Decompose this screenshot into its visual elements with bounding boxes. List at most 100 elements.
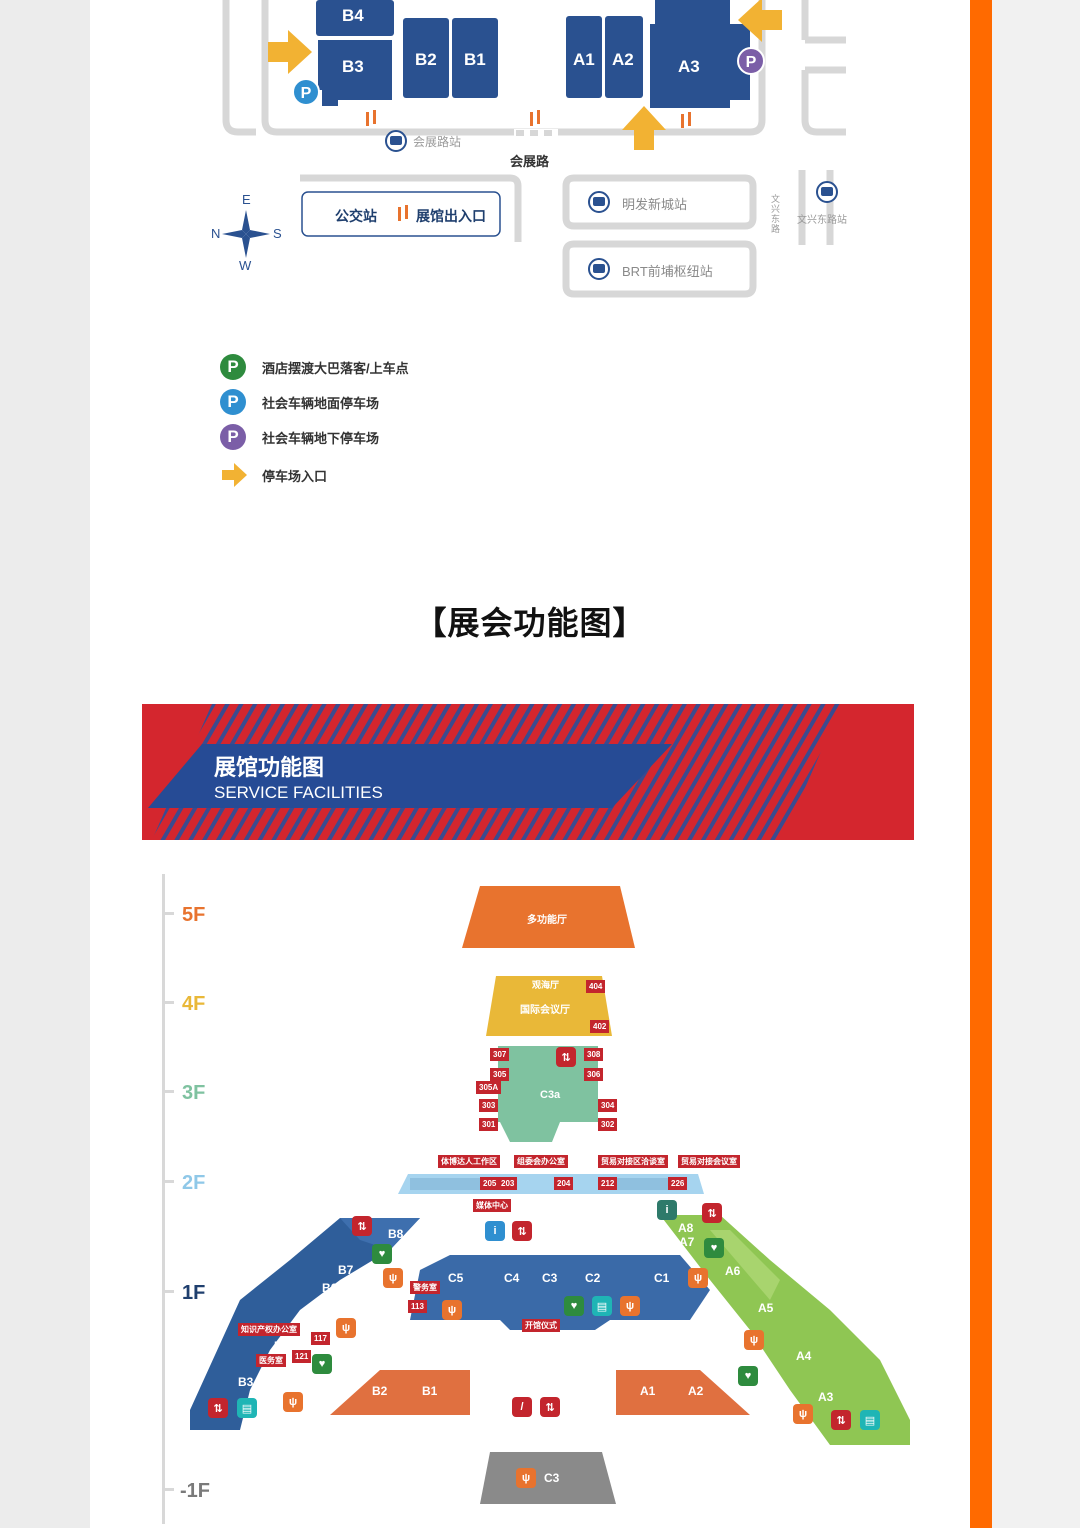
entrance-exit-markers	[366, 110, 691, 128]
restaurant-icon: ψ	[793, 1404, 813, 1424]
restaurant-icon: ψ	[688, 1268, 708, 1288]
hall-a1-block	[566, 16, 602, 98]
road-west-loop	[261, 0, 766, 136]
room-304: 304	[598, 1099, 618, 1112]
hall-a2-label: A2	[612, 50, 634, 69]
legend-label: 酒店摆渡大巴落客/上车点	[262, 360, 409, 376]
hall-a3-block	[650, 0, 750, 108]
hall-b4-block	[316, 0, 394, 36]
wenxing-road-label: 文兴东路	[771, 194, 781, 234]
first-aid-icon: ♥	[372, 1244, 392, 1264]
svg-text:P: P	[746, 54, 757, 71]
hall-a2-block	[605, 16, 643, 98]
mingfa-station-label: 明发新城站	[622, 197, 688, 212]
legend-row-entrance: 停车场入口	[220, 460, 327, 490]
room-402: 402	[590, 1020, 610, 1033]
hall-a4: A4	[796, 1349, 812, 1363]
locker-icon: ▤	[860, 1410, 880, 1430]
3f-c3a	[498, 1046, 598, 1142]
hall-c4: C4	[504, 1271, 520, 1285]
first-aid-icon: ♥	[312, 1354, 332, 1374]
compass-rose	[222, 210, 270, 258]
bus-stop-icons	[309, 130, 838, 280]
1f-b1-b2	[330, 1370, 470, 1415]
room-303: 303	[479, 1099, 499, 1112]
intl-conference-label: 国际会议厅	[520, 1005, 570, 1016]
legend-row-shuttle: P 酒店摆渡大巴落客/上车点	[220, 352, 409, 382]
huizhanlu-station-label: 会展路站	[413, 135, 462, 149]
banner-title: 展馆功能图	[214, 755, 325, 780]
brt-station-label: BRT前埔枢纽站	[622, 264, 713, 279]
room-204: 204	[554, 1177, 574, 1190]
hall-a3-label: A3	[678, 57, 700, 76]
hall-b4: B4	[274, 1339, 290, 1353]
hall-a1-label: A1	[573, 50, 595, 69]
hall-b6: B6	[322, 1281, 338, 1295]
legend-row-surface: P 社会车辆地面停车场	[220, 387, 379, 417]
floor-5f-label: 5F	[182, 904, 206, 926]
floor-4f-label: 4F	[182, 993, 206, 1015]
hall-b8: B8	[388, 1227, 404, 1241]
1f-a1-a2	[616, 1370, 750, 1415]
road-key-box	[300, 174, 522, 242]
info-icon: i	[657, 1200, 677, 1220]
elevator-icon: ⇅	[540, 1397, 560, 1417]
svg-text:P: P	[301, 85, 312, 102]
room-307: 307	[490, 1048, 510, 1061]
shuttle-parking-icon: P	[220, 354, 246, 380]
hall-c5: C5	[448, 1271, 464, 1285]
room-212: 212	[598, 1177, 618, 1190]
4f-conference	[486, 976, 612, 1036]
road-right-edge	[801, 0, 846, 136]
elevator-icon: ⇅	[831, 1410, 851, 1430]
floor-axis-line	[162, 874, 165, 1524]
hall-b2-block	[403, 18, 449, 98]
compass-w: W	[239, 258, 252, 273]
banner-subtitle: SERVICE FACILITIES	[214, 783, 383, 802]
hall-b3-block	[318, 40, 392, 106]
b1-c3-hall	[480, 1452, 616, 1504]
label-organizer-office: 组委会办公室	[514, 1155, 568, 1168]
orange-side-stripe	[970, 0, 992, 1528]
elevator-3f-icon: ⇅	[556, 1047, 576, 1067]
hall-b4-label: B4	[342, 6, 364, 25]
label-trade-negotiation: 贸易对接区洽谈室	[598, 1155, 668, 1168]
c3a-label: C3a	[540, 1089, 561, 1101]
hall-c3-b1f: C3	[544, 1471, 560, 1485]
compass-e: E	[242, 192, 251, 207]
restaurant-icon: ψ	[283, 1392, 303, 1412]
1f-b-wing	[190, 1218, 420, 1430]
hall-c2: C2	[585, 1271, 601, 1285]
room-305a: 305A	[476, 1081, 502, 1094]
floor-b1-label: -1F	[180, 1480, 210, 1502]
surface-parking-icon: P	[220, 389, 246, 415]
first-aid-icon: ♥	[564, 1296, 584, 1316]
label-medical-room: 医务室	[256, 1354, 286, 1367]
label-ip-office: 知识产权办公室	[238, 1323, 300, 1336]
floor-2f-label: 2F	[182, 1172, 206, 1194]
key-entrance-exit-label: 展馆出入口	[416, 208, 486, 224]
room-404: 404	[586, 980, 606, 993]
room-205: 205	[480, 1177, 500, 1190]
escalator-icon: /	[512, 1397, 532, 1417]
elevator-2f-icon: ⇅	[512, 1221, 532, 1241]
road-station-box-2	[562, 240, 757, 298]
room-302: 302	[598, 1118, 618, 1131]
hall-b1-label: B1	[464, 50, 486, 69]
legend-row-underground: P 社会车辆地下停车场	[220, 422, 379, 452]
label-police-room: 警务室	[410, 1281, 440, 1294]
page-content: P P B4 B3 B2 B1 A1 A2 A	[90, 0, 970, 1528]
hall-b3-label: B3	[342, 57, 364, 76]
1f-a-wing	[660, 1215, 910, 1445]
label-opening-ceremony: 开馆仪式	[522, 1319, 560, 1332]
section-title: 【展会功能图】	[414, 605, 646, 641]
sea-view-hall-label: 观海厅	[532, 980, 560, 990]
restaurant-icon: ψ	[744, 1330, 764, 1350]
legend-label: 社会车辆地面停车场	[262, 395, 380, 411]
elevator-icon: ⇅	[352, 1216, 372, 1236]
label-media-center: 媒体中心	[473, 1199, 511, 1212]
hall-a8: A8	[678, 1221, 694, 1235]
label-tibo-workspace: 体博达人工作区	[438, 1155, 500, 1168]
hall-b2-label: B2	[415, 50, 437, 69]
info-2f-icon: i	[485, 1221, 505, 1241]
